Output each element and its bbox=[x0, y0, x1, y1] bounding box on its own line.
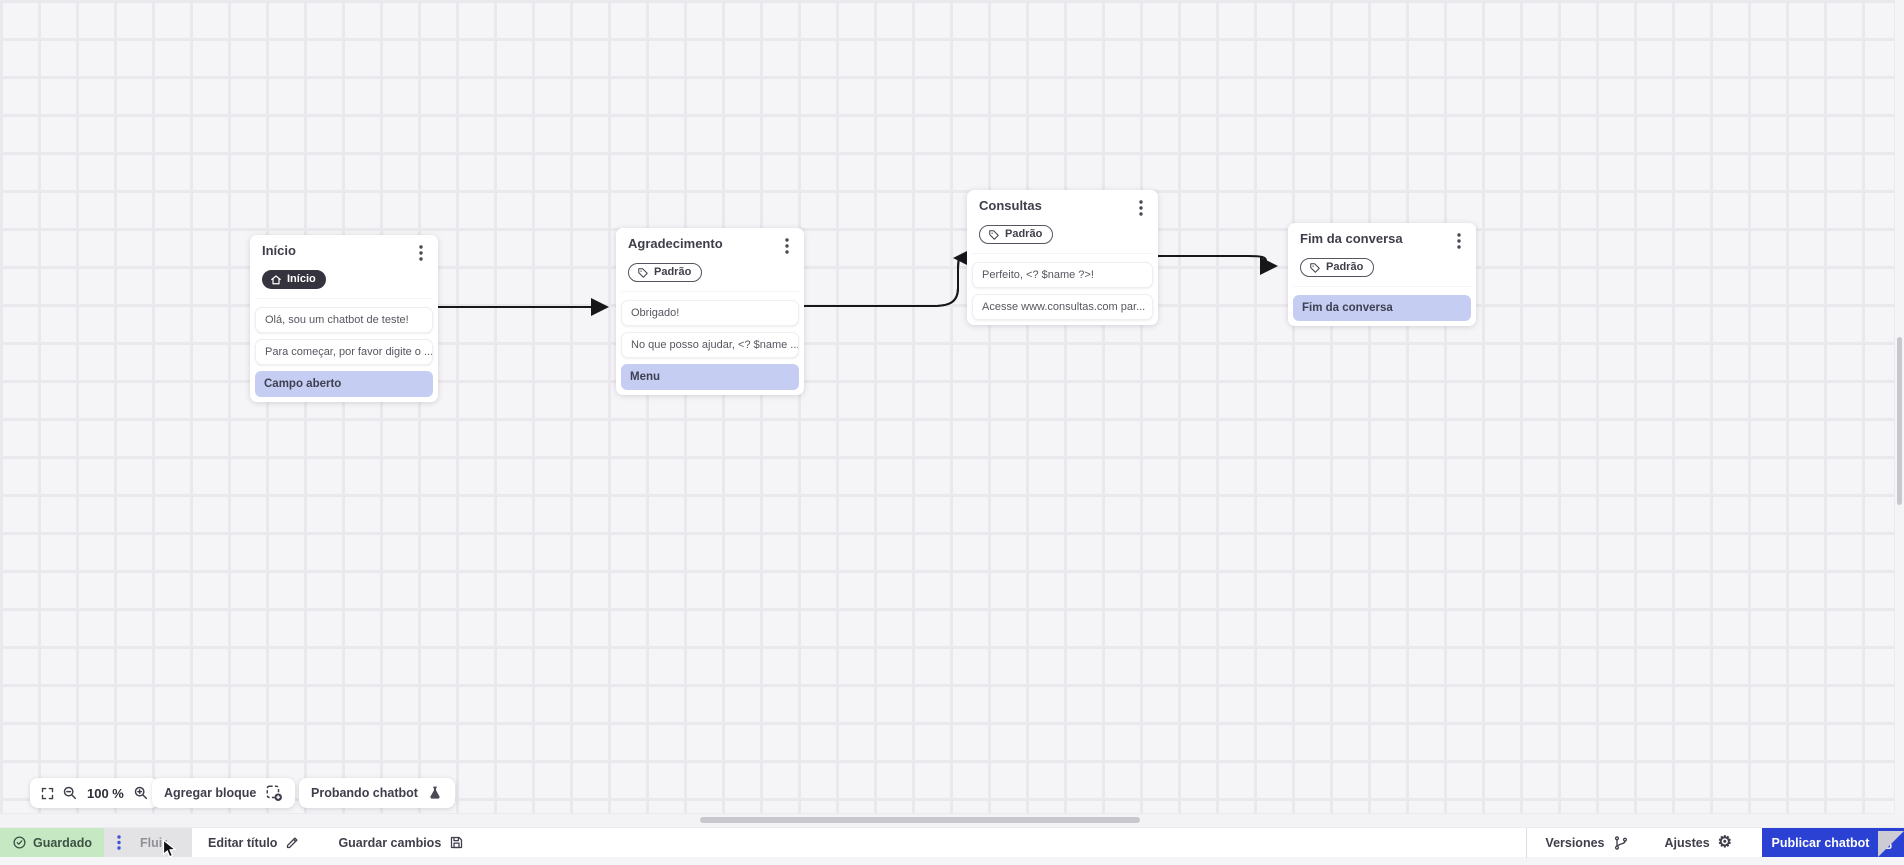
horizontal-scrollbar-track bbox=[0, 813, 1904, 827]
test-chatbot-label: Probando chatbot bbox=[311, 786, 418, 800]
start-badge-label: Início bbox=[287, 273, 316, 285]
tab-flow[interactable]: Fluir bbox=[104, 828, 192, 857]
add-block-label: Agregar bloque bbox=[164, 786, 257, 800]
node-menu-kebab-icon[interactable] bbox=[1454, 231, 1464, 251]
connector-layer bbox=[438, 249, 1278, 316]
edit-title-label: Editar título bbox=[208, 835, 278, 850]
drag-handle-kebab-icon[interactable] bbox=[117, 835, 121, 850]
upload-icon bbox=[1878, 835, 1894, 851]
settings-label: Ajustes bbox=[1664, 835, 1710, 850]
default-badge: Padrão bbox=[1300, 258, 1375, 277]
floppy-disk-icon bbox=[449, 835, 464, 850]
node-header: Fim da conversa Padrão bbox=[1293, 231, 1471, 287]
test-chatbot-button[interactable]: Probando chatbot bbox=[299, 778, 455, 808]
default-badge-label: Padrão bbox=[1005, 228, 1043, 240]
fit-screen-icon[interactable] bbox=[40, 786, 55, 801]
check-circle-icon bbox=[12, 835, 27, 850]
start-badge: Início bbox=[262, 270, 326, 289]
tag-icon bbox=[988, 229, 1000, 241]
menu-block[interactable]: Menu bbox=[621, 363, 799, 390]
zoom-in-icon[interactable] bbox=[133, 785, 149, 801]
default-badge-label: Padrão bbox=[1326, 261, 1364, 273]
versions-button[interactable]: Versiones bbox=[1545, 835, 1628, 851]
node-menu-kebab-icon[interactable] bbox=[782, 236, 792, 256]
publish-chatbot-label: Publicar chatbot bbox=[1771, 835, 1870, 850]
message-block[interactable]: Perfeito, <? $name ?>! bbox=[972, 261, 1153, 288]
message-block[interactable]: Acesse www.consultas.com par... bbox=[972, 293, 1153, 320]
publish-chatbot-button[interactable]: Publicar chatbot bbox=[1762, 828, 1904, 857]
git-branch-icon bbox=[1613, 835, 1629, 851]
pencil-icon bbox=[285, 835, 300, 850]
flow-canvas[interactable]: Início Início Olá, sou um chatbot de tes… bbox=[0, 0, 1904, 827]
tab-flow-label: Fluir bbox=[140, 835, 168, 850]
add-block-icon bbox=[265, 784, 283, 802]
node-title: Fim da conversa bbox=[1300, 231, 1403, 246]
node-inicio[interactable]: Início Início Olá, sou um chatbot de tes… bbox=[250, 235, 438, 402]
zoom-level: 100 % bbox=[87, 785, 124, 801]
node-header: Início Início bbox=[255, 243, 433, 299]
flask-icon bbox=[427, 785, 443, 801]
tag-icon bbox=[1309, 262, 1321, 274]
connector-agradecimento-consultas bbox=[804, 257, 960, 307]
node-title: Agradecimento bbox=[628, 236, 723, 251]
node-title: Consultas bbox=[979, 198, 1042, 213]
settings-button[interactable]: Ajustes ⚙ bbox=[1664, 833, 1733, 851]
node-title: Início bbox=[262, 243, 296, 258]
tag-icon bbox=[637, 267, 649, 279]
default-badge-label: Padrão bbox=[654, 266, 692, 278]
node-fim-da-conversa[interactable]: Fim da conversa Padrão Fim da conversa bbox=[1288, 223, 1476, 326]
node-menu-kebab-icon[interactable] bbox=[1136, 198, 1146, 218]
open-field-block[interactable]: Campo aberto bbox=[255, 370, 433, 397]
home-icon bbox=[270, 274, 282, 286]
node-consultas[interactable]: Consultas Padrão Perfeito, <? $name ?>! … bbox=[967, 190, 1158, 325]
versions-label: Versiones bbox=[1545, 835, 1605, 850]
zoom-out-icon[interactable] bbox=[62, 785, 78, 801]
connector-agradecimento-consultas-head bbox=[804, 249, 972, 307]
vertical-scrollbar-track bbox=[1894, 0, 1904, 814]
status-bar: Guardado Fluir Editar título Guardar cam… bbox=[0, 827, 1904, 858]
default-badge: Padrão bbox=[979, 225, 1054, 244]
edit-title-button[interactable]: Editar título bbox=[208, 835, 300, 850]
end-conversation-block[interactable]: Fim da conversa bbox=[1293, 294, 1471, 321]
gear-icon: ⚙ bbox=[1717, 833, 1732, 851]
saved-status-badge: Guardado bbox=[0, 828, 104, 857]
horizontal-scrollbar-thumb[interactable] bbox=[700, 817, 1140, 823]
node-agradecimento[interactable]: Agradecimento Padrão Obrigado! No que po… bbox=[616, 228, 804, 395]
connector-consultas-fim bbox=[1155, 255, 1278, 275]
save-changes-label: Guardar cambios bbox=[338, 835, 442, 850]
message-block[interactable]: Obrigado! bbox=[621, 299, 799, 326]
save-changes-button[interactable]: Guardar cambios bbox=[338, 835, 464, 850]
statusbar-divider bbox=[1526, 827, 1528, 858]
add-block-button[interactable]: Agregar bloque bbox=[152, 778, 296, 808]
message-block[interactable]: Olá, sou um chatbot de teste! bbox=[255, 306, 433, 333]
node-menu-kebab-icon[interactable] bbox=[416, 243, 426, 263]
message-block[interactable]: Para começar, por favor digite o ... bbox=[255, 338, 433, 365]
saved-status-label: Guardado bbox=[32, 835, 93, 850]
node-header: Consultas Padrão bbox=[972, 198, 1153, 254]
screen-corner-fold bbox=[1878, 831, 1904, 857]
message-block[interactable]: No que posso ajudar, <? $name ... bbox=[621, 331, 799, 358]
node-header: Agradecimento Padrão bbox=[621, 236, 799, 292]
default-badge: Padrão bbox=[628, 263, 703, 282]
vertical-scrollbar-thumb[interactable] bbox=[1897, 337, 1902, 505]
zoom-controls: 100 % bbox=[30, 778, 159, 808]
